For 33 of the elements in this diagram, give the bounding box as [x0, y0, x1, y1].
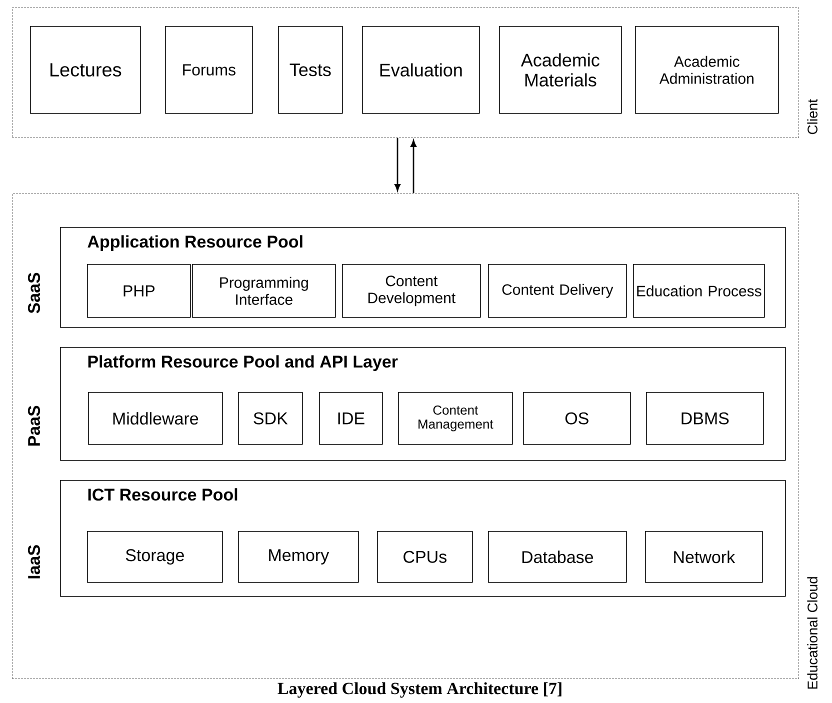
- container-label: Client: [807, 99, 818, 134]
- component-box: Education Process: [633, 264, 765, 318]
- layer-label: SaaS: [28, 272, 40, 314]
- arrow: [394, 138, 400, 191]
- component-box: OS: [523, 392, 631, 445]
- component-box: Academic Materials: [499, 26, 622, 114]
- layer-label: PaaS: [28, 406, 40, 446]
- component-box: Database: [488, 530, 627, 583]
- component-box: Programming Interface: [192, 264, 336, 318]
- component-box: Evaluation: [362, 26, 480, 114]
- component-box: Academic Administration: [635, 26, 779, 114]
- component-box: Content Management: [398, 392, 513, 445]
- layer-title: Application Resource Pool: [88, 235, 302, 252]
- layer-label: IaaS: [28, 545, 40, 578]
- component-box: Forums: [165, 26, 253, 114]
- component-box: Network: [645, 530, 763, 583]
- arrow: [410, 140, 416, 193]
- component-box: Tests: [278, 26, 343, 114]
- component-box: Content Development: [342, 264, 481, 318]
- component-box: DBMS: [646, 392, 764, 445]
- caption: Layered Cloud System Architecture [7]: [278, 682, 562, 698]
- component-box: Storage: [87, 530, 223, 583]
- layer-title: Platform Resource Pool and API Layer: [88, 355, 398, 372]
- component-box: IDE: [319, 392, 383, 445]
- component-box: Middleware: [88, 392, 223, 445]
- component-box: Memory: [238, 530, 359, 583]
- container-label: Educational Cloud: [807, 577, 818, 689]
- component-box: CPUs: [377, 530, 473, 583]
- component-box: Lectures: [30, 26, 141, 114]
- component-box: PHP: [87, 264, 191, 318]
- component-box: Content Delivery: [488, 264, 627, 318]
- layer-title: ICT Resource Pool: [88, 488, 238, 501]
- component-box: SDK: [238, 392, 303, 445]
